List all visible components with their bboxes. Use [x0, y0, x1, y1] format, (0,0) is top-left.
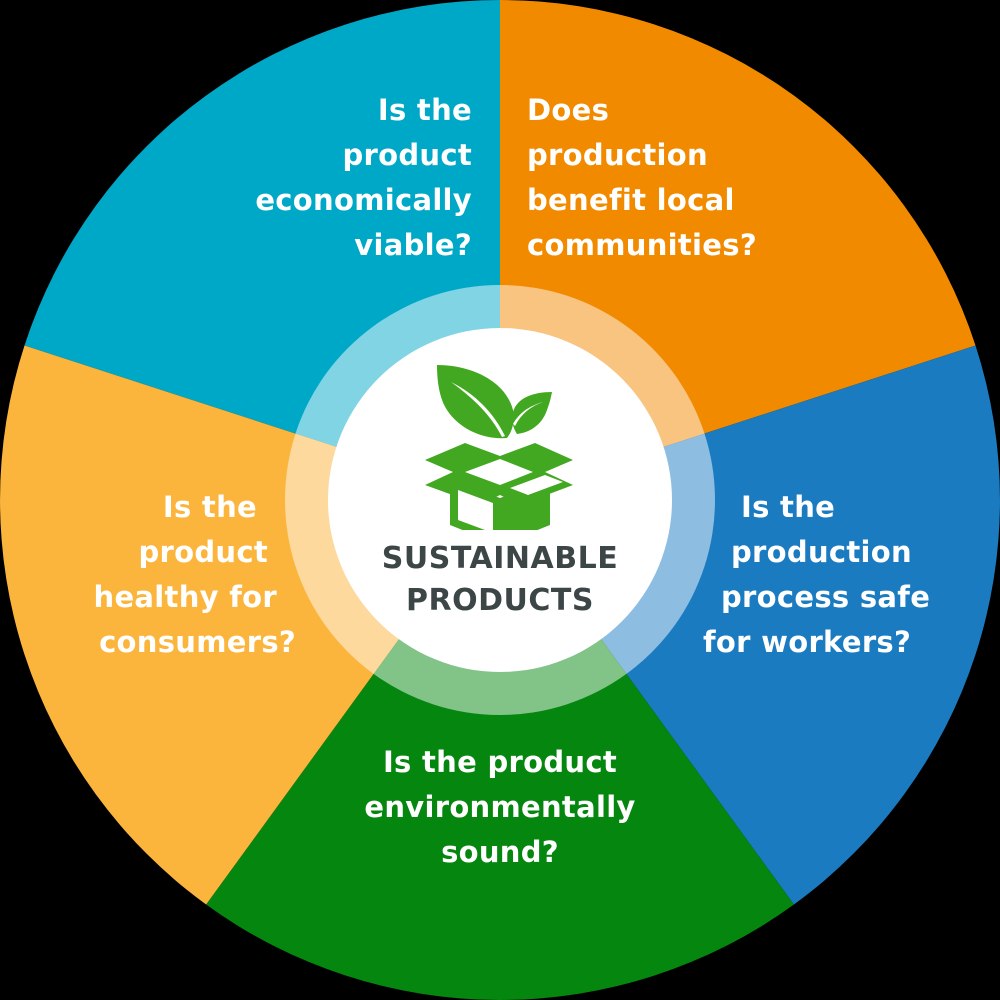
leaf-box-icon [425, 365, 573, 530]
segment-text-economic: Is the product economically viable? [255, 88, 472, 268]
segment-text-line: Is the product [382, 745, 618, 779]
segment-text-line: Is the [162, 490, 257, 524]
segment-text-line: viable? [354, 228, 472, 262]
segment-text-environment: Is the product environmentally sound? [0, 740, 1000, 875]
segment-text-line: process safe [721, 580, 931, 614]
segment-environment [206, 500, 794, 1000]
segment-text-line: Does [527, 93, 610, 127]
segment-text-line: communities? [527, 228, 757, 262]
segment-text-line: healthy for [93, 580, 277, 614]
center-title-line-2: PRODUCTS [406, 583, 594, 618]
segment-text-line: economically [255, 183, 472, 217]
segment-text-line: Is the [741, 490, 836, 524]
segment-text-line: Is the [377, 93, 472, 127]
segment-text-line: product [138, 535, 268, 569]
segment-text-line: product [342, 138, 472, 172]
segment-text-line: production [731, 535, 912, 569]
segment-text-community: Does production benefit local communitie… [527, 88, 757, 268]
center-title-line-1: SUSTAINABLE [381, 541, 619, 576]
center-title: SUSTAINABLE PRODUCTS [330, 538, 670, 622]
segment-text-workers: Is the production process safe for worke… [703, 485, 930, 665]
segment-text-line: production [527, 138, 708, 172]
segment-text-line: sound? [441, 835, 559, 869]
segment-text-line: environmentally [364, 790, 636, 824]
segment-text-line: benefit local [527, 183, 735, 217]
segment-text-consumers: Is the product healthy for consumers? [94, 485, 296, 665]
segment-text-line: consumers? [99, 625, 296, 659]
segment-text-line: for workers? [703, 625, 912, 659]
